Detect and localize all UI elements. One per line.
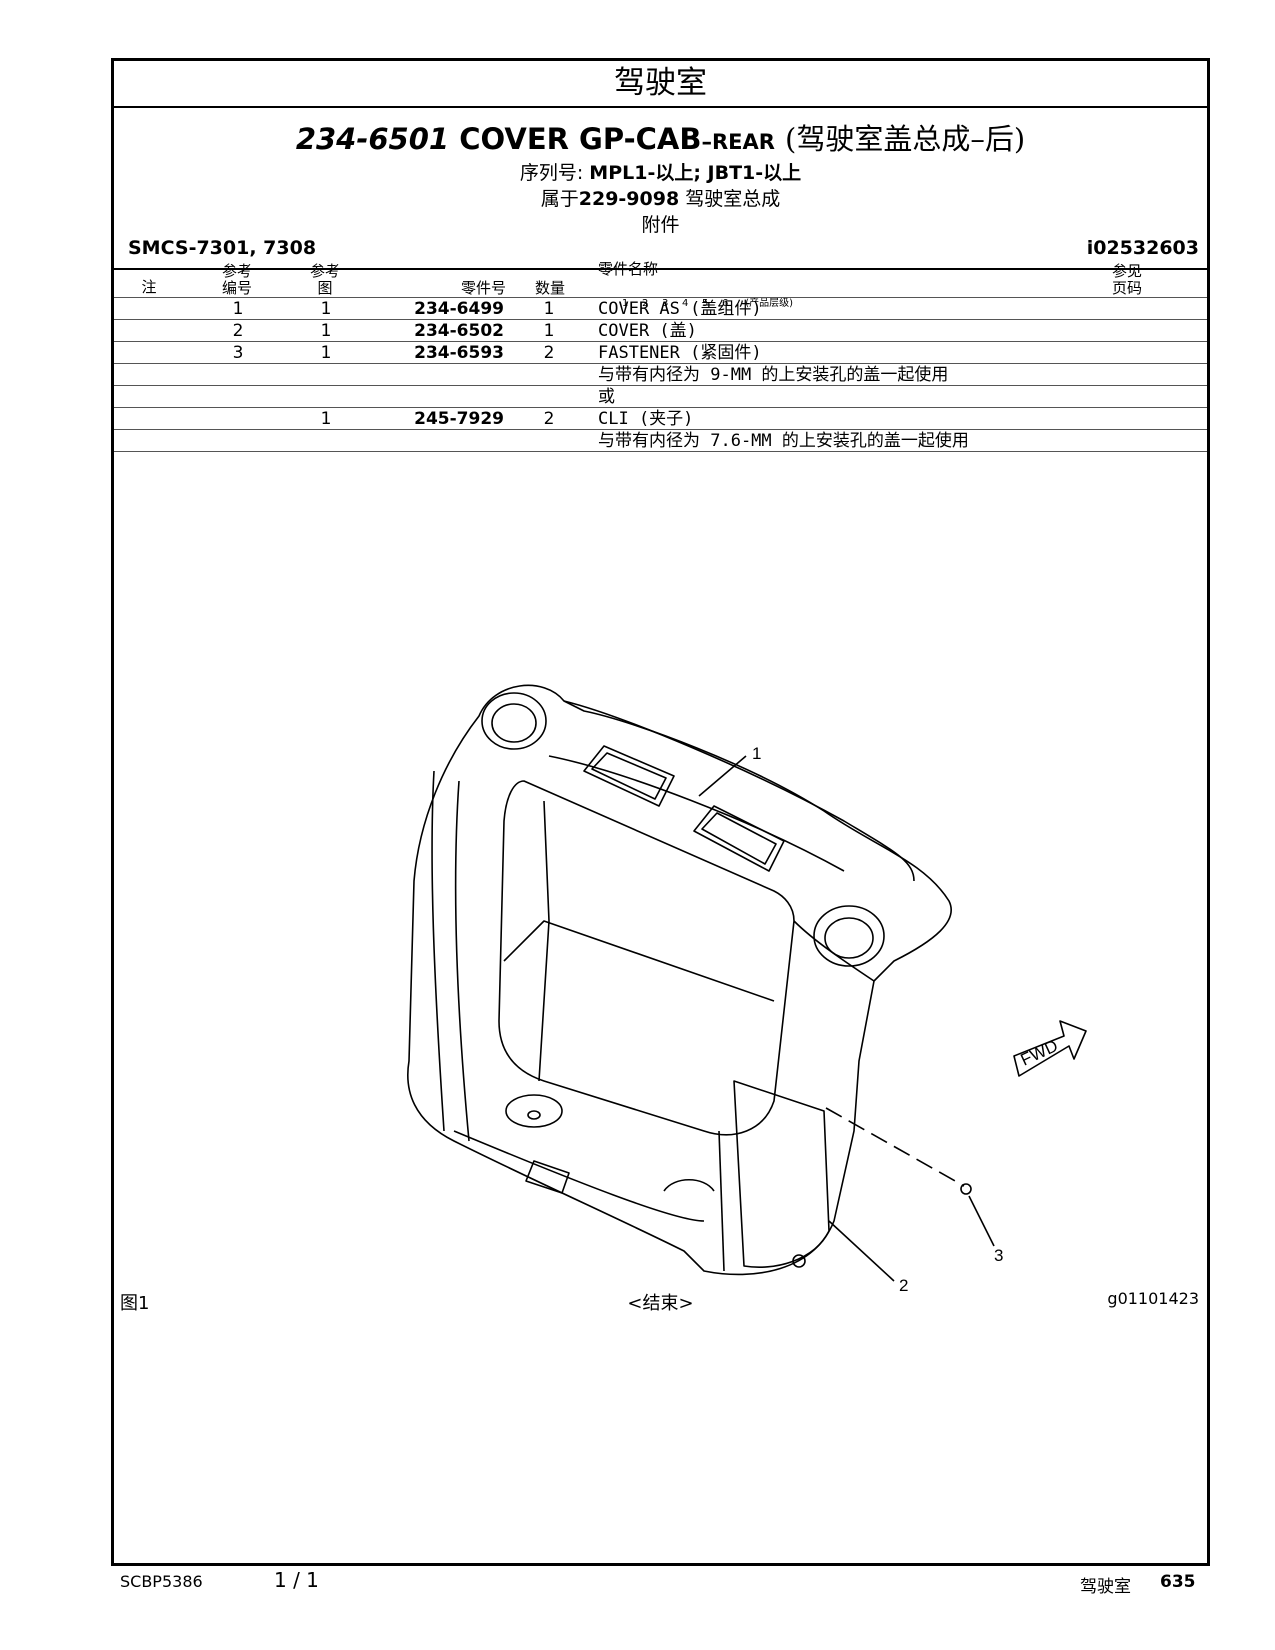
col-part-no: 零件号 [460,279,506,297]
cell-fig: 1 [320,321,332,341]
table-row: 2 1 234-6502 1 COVER (盖) [114,319,1207,342]
footer-section: 驾驶室 [1080,1577,1131,1597]
col-part-name: 零件名称 [598,260,659,278]
level-4: 4 [682,298,689,309]
graphic-id: g01101423 [1107,1289,1199,1308]
cell-name: 或 [598,387,615,407]
belongs-pn: 229-9098 [578,188,680,210]
cell-part-no: 234-6499 [414,299,504,319]
clip [792,1254,806,1268]
footer-doc-id: SCBP5386 [120,1572,203,1591]
col-see-page-line1: 参见 [1111,262,1142,280]
attachment-label: 附件 [641,214,680,236]
col-ref-no-line2: 编号 [221,279,252,297]
cell-part-no: 234-6593 [414,343,504,363]
side-panel [733,1080,830,1269]
table-row: 1 245-7929 2 CLI (夹子) [114,407,1207,430]
cell-qty: 2 [543,409,555,429]
serial-line: 序列号: MPL1-以上; JBT1-以上 [114,160,1207,186]
serial-values: MPL1-以上; JBT1-以上 [589,162,802,184]
section-title: 驾驶室 [114,61,1207,108]
cell-ref: 3 [232,343,244,363]
col-ref-no-line1: 参考 [221,262,252,280]
cell-name: 与带有内径为 9-MM 的上安装孔的盖一起使用 [598,365,949,385]
cover-inner [498,780,795,1136]
table-row: 与带有内径为 7.6-MM 的上安装孔的盖一起使用 [114,429,1207,452]
belongs-name: 驾驶室总成 [685,188,781,210]
cell-qty: 1 [543,299,555,319]
table-row: 或 [114,385,1207,408]
cell-part-no: 245-7929 [414,409,504,429]
cell-ref: 1 [232,299,244,319]
cell-name: FASTENER (紧固件) [598,343,762,363]
vent-2 [693,805,785,872]
level-2: 2 [642,298,649,309]
smcs-code: SMCS-7301, 7308 [128,237,317,259]
left-speaker [481,692,547,750]
part-header: 234-6501 COVER GP-CAB–REAR (驾驶室盖总成–后) 序列… [114,121,1207,238]
footer-page-fraction: 1 / 1 [274,1568,319,1592]
cell-qty: 2 [543,343,555,363]
cell-part-no: 234-6502 [414,321,504,341]
cell-ref: 2 [232,321,244,341]
level-5: 5 [702,298,709,309]
illustration-id: i02532603 [1086,237,1199,259]
cell-name: COVER (盖) [598,321,697,341]
cell-qty: 1 [543,321,555,341]
col-ref-fig-line1: 参考 [309,262,340,280]
serial-label: 序列号: [519,162,584,184]
table-row: 与带有内径为 9-MM 的上安装孔的盖一起使用 [114,363,1207,386]
table-row: 3 1 234-6593 2 FASTENER (紧固件) [114,341,1207,364]
cell-name: CLI (夹子) [598,409,694,429]
belongs-label: 属于 [540,188,579,210]
cab-cover-diagram: 1 2 3 FWD [407,684,1087,1295]
callout-3: 3 [994,1246,1003,1265]
col-note: 注 [141,278,157,296]
level-6: 6 [722,298,729,309]
callout-2: 2 [899,1276,908,1295]
page-frame: 驾驶室 234-6501 COVER GP-CAB–REAR (驾驶室盖总成–后… [111,58,1210,1566]
fastener [960,1183,972,1195]
cell-fig: 1 [320,299,332,319]
vent-1 [583,745,675,807]
col-see-page-line2: 页码 [1111,279,1142,297]
right-speaker [813,905,885,967]
footer-page-number: 635 [1160,1572,1196,1592]
end-label: <结束> [627,1293,694,1314]
fwd-arrow [1013,1020,1087,1077]
cell-name: 与带有内径为 7.6-MM 的上安装孔的盖一起使用 [598,431,969,451]
level-note: (产品层级) [745,298,793,309]
part-name-cn: (驾驶室盖总成–后) [785,122,1026,156]
cover-outline [407,684,952,1276]
belongs-line: 属于229-9098 驾驶室总成 [114,186,1207,212]
part-name: COVER GP-CAB [459,122,702,156]
level-indicators: 1 2 3 4 5 6 (产品层级) [622,294,793,309]
level-1: 1 [622,298,629,309]
table-bottom-rule [114,451,1207,452]
cell-fig: 1 [320,343,332,363]
cell-fig: 1 [320,409,332,429]
part-number: 234-6501 [295,122,450,156]
figure-label: 图1 [120,1293,150,1314]
col-see-page: 参见 页码 [1102,263,1152,297]
header-rule [114,268,1207,270]
col-ref-no: 参考 编号 [212,263,262,297]
cell-name: COVER AS (盖组件) [598,299,762,319]
level-3: 3 [662,298,669,309]
col-qty: 数量 [534,279,565,297]
col-ref-fig: 参考 图 [300,263,350,297]
col-ref-fig-line2: 图 [317,279,333,297]
main-title: 234-6501 COVER GP-CAB–REAR (驾驶室盖总成–后) [114,121,1207,160]
part-name-suffix: –REAR [701,130,775,154]
callout-1: 1 [752,744,761,763]
